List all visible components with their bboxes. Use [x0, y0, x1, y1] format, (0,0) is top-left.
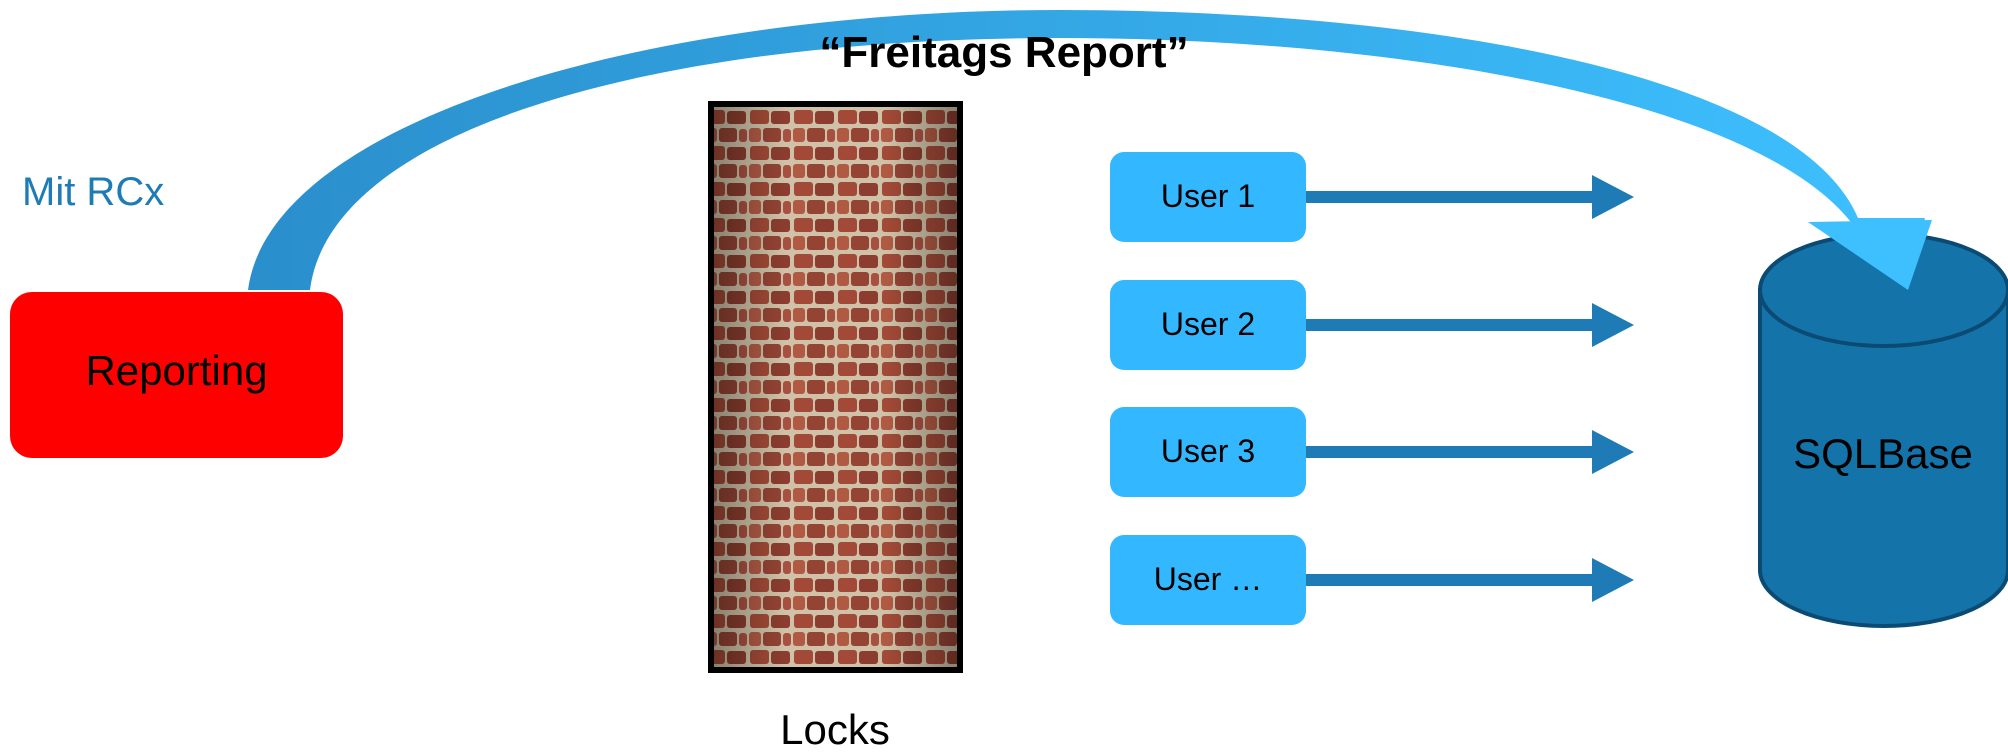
user-3-arrow — [1306, 430, 1634, 474]
reporting-label: Reporting — [85, 347, 268, 394]
user-1-arrow — [1306, 175, 1634, 219]
brick-wall-image — [708, 101, 963, 673]
user-1-label: User 1 — [1160, 178, 1256, 214]
user-3-label: User 3 — [1160, 433, 1256, 469]
sqlbase-label: SQLBase — [1793, 430, 1973, 477]
curved-arrow-head — [1808, 220, 1932, 290]
reporting-box — [10, 292, 343, 458]
locks-label: Locks — [780, 706, 890, 753]
user-1-box — [1110, 152, 1306, 242]
mit-rcx-annotation: Mit RCx — [22, 170, 165, 214]
user-4-arrow — [1306, 558, 1634, 602]
user-4-box — [1110, 535, 1306, 625]
diagram-title: “Freitags Report” — [819, 28, 1189, 77]
user-2-box — [1110, 280, 1306, 370]
user-3-box — [1110, 407, 1306, 497]
user-4-label: User … — [1153, 561, 1263, 597]
user-2-label: User 2 — [1160, 306, 1256, 342]
user-2-arrow — [1306, 303, 1634, 347]
